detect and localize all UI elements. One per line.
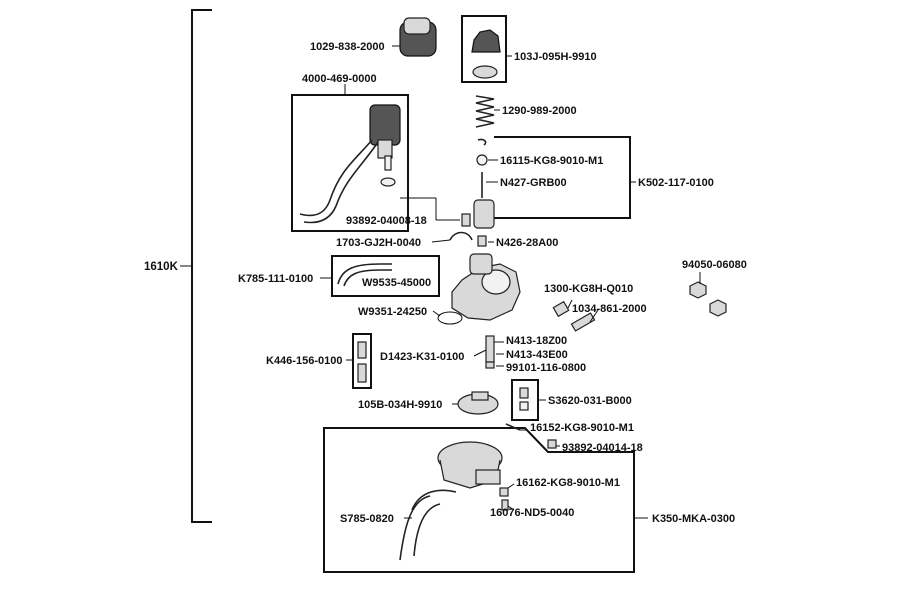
- drain-screw-part: [499, 487, 509, 511]
- o-ring-part: [437, 311, 463, 325]
- label-103J-095H-9910: 103J-095H-9910: [514, 51, 597, 63]
- assembly-bracket: [191, 9, 212, 523]
- choke-cover-part: [399, 17, 437, 57]
- float-needle-box: [511, 379, 539, 421]
- top-cap-box: [461, 15, 507, 83]
- label-W9535-45000: W9535-45000: [362, 277, 431, 289]
- label-4000-469-0000: 4000-469-0000: [302, 73, 377, 85]
- nut-part: [689, 281, 727, 317]
- float-needle-part: [519, 387, 529, 411]
- assembly-label: 1610K: [144, 261, 179, 273]
- throttle-slide-part: [473, 199, 495, 229]
- label-16152-KG8-9010-M1: 16152-KG8-9010-M1: [530, 422, 634, 434]
- label-16115-KG8-9010-M1: 16115-KG8-9010-M1: [500, 155, 603, 167]
- jet-kit-part: [357, 341, 367, 383]
- auto-choke-part: [299, 104, 401, 224]
- label-93892-04014-18: 93892-04014-18: [562, 442, 643, 454]
- label-K785-111-0100: K785-111-0100: [238, 273, 313, 285]
- label-1300-KG8H-Q010: 1300-KG8H-Q010: [544, 283, 633, 295]
- label-N426-28A00: N426-28A00: [496, 237, 558, 249]
- label-N413-18Z00: N413-18Z00: [506, 335, 567, 347]
- label-105B-034H-9910: 105B-034H-9910: [358, 399, 442, 411]
- auto-choke-box: [291, 94, 409, 232]
- label-94050-06080: 94050-06080: [682, 259, 747, 271]
- label-1029-838-2000: 1029-838-2000: [310, 41, 385, 53]
- jet-holder-part: [477, 235, 487, 247]
- label-1290-989-2000: 1290-989-2000: [502, 105, 577, 117]
- label-D1423-K31-0100: D1423-K31-0100: [380, 351, 464, 363]
- label-K502-117-0100: K502-117-0100: [638, 177, 714, 189]
- label-S3620-031-B000: S3620-031-B000: [548, 395, 632, 407]
- label-K446-156-0100: K446-156-0100: [266, 355, 342, 367]
- label-N413-43E00: N413-43E00: [506, 349, 568, 361]
- slide-kit-bracket: [494, 136, 631, 219]
- label-N427-GRB00: N427-GRB00: [500, 177, 567, 189]
- main-jet-part: [485, 335, 495, 369]
- slide-spring-part: [475, 95, 495, 128]
- idle-screw-part: [552, 300, 596, 332]
- drain-tube-part: [399, 489, 457, 561]
- label-W9351-24250: W9351-24250: [358, 306, 427, 318]
- needle-clip-part: [476, 138, 488, 198]
- label-1703-GJ2H-0040: 1703-GJ2H-0040: [336, 237, 421, 249]
- label-93892-04008-18: 93892-04008-18: [346, 215, 427, 227]
- jet-kit-box: [352, 333, 372, 389]
- label-16076-ND5-0040: 16076-ND5-0040: [490, 507, 574, 519]
- carburetor-body-part: [451, 253, 521, 321]
- label-K350-MKA-0300: K350-MKA-0300: [652, 513, 735, 525]
- clamp-part: [449, 231, 473, 241]
- bowl-screw-part: [547, 439, 557, 449]
- label-99101-116-0800: 99101-116-0800: [506, 362, 586, 374]
- top-cap-part: [471, 29, 501, 79]
- label-1034-861-2000: 1034-861-2000: [572, 303, 647, 315]
- bolt-part: [461, 213, 471, 227]
- float-part: [457, 391, 499, 415]
- leader-lines: [320, 45, 701, 519]
- label-16162-KG8-9010-M1: 16162-KG8-9010-M1: [516, 477, 620, 489]
- label-S785-0820: S785-0820: [340, 513, 394, 525]
- float-bowl-box: [323, 427, 635, 573]
- overflow-tube-box: [331, 255, 440, 297]
- overflow-tube-part: [337, 263, 392, 287]
- float-pin-part: [505, 423, 521, 431]
- float-bowl-part: [437, 441, 503, 489]
